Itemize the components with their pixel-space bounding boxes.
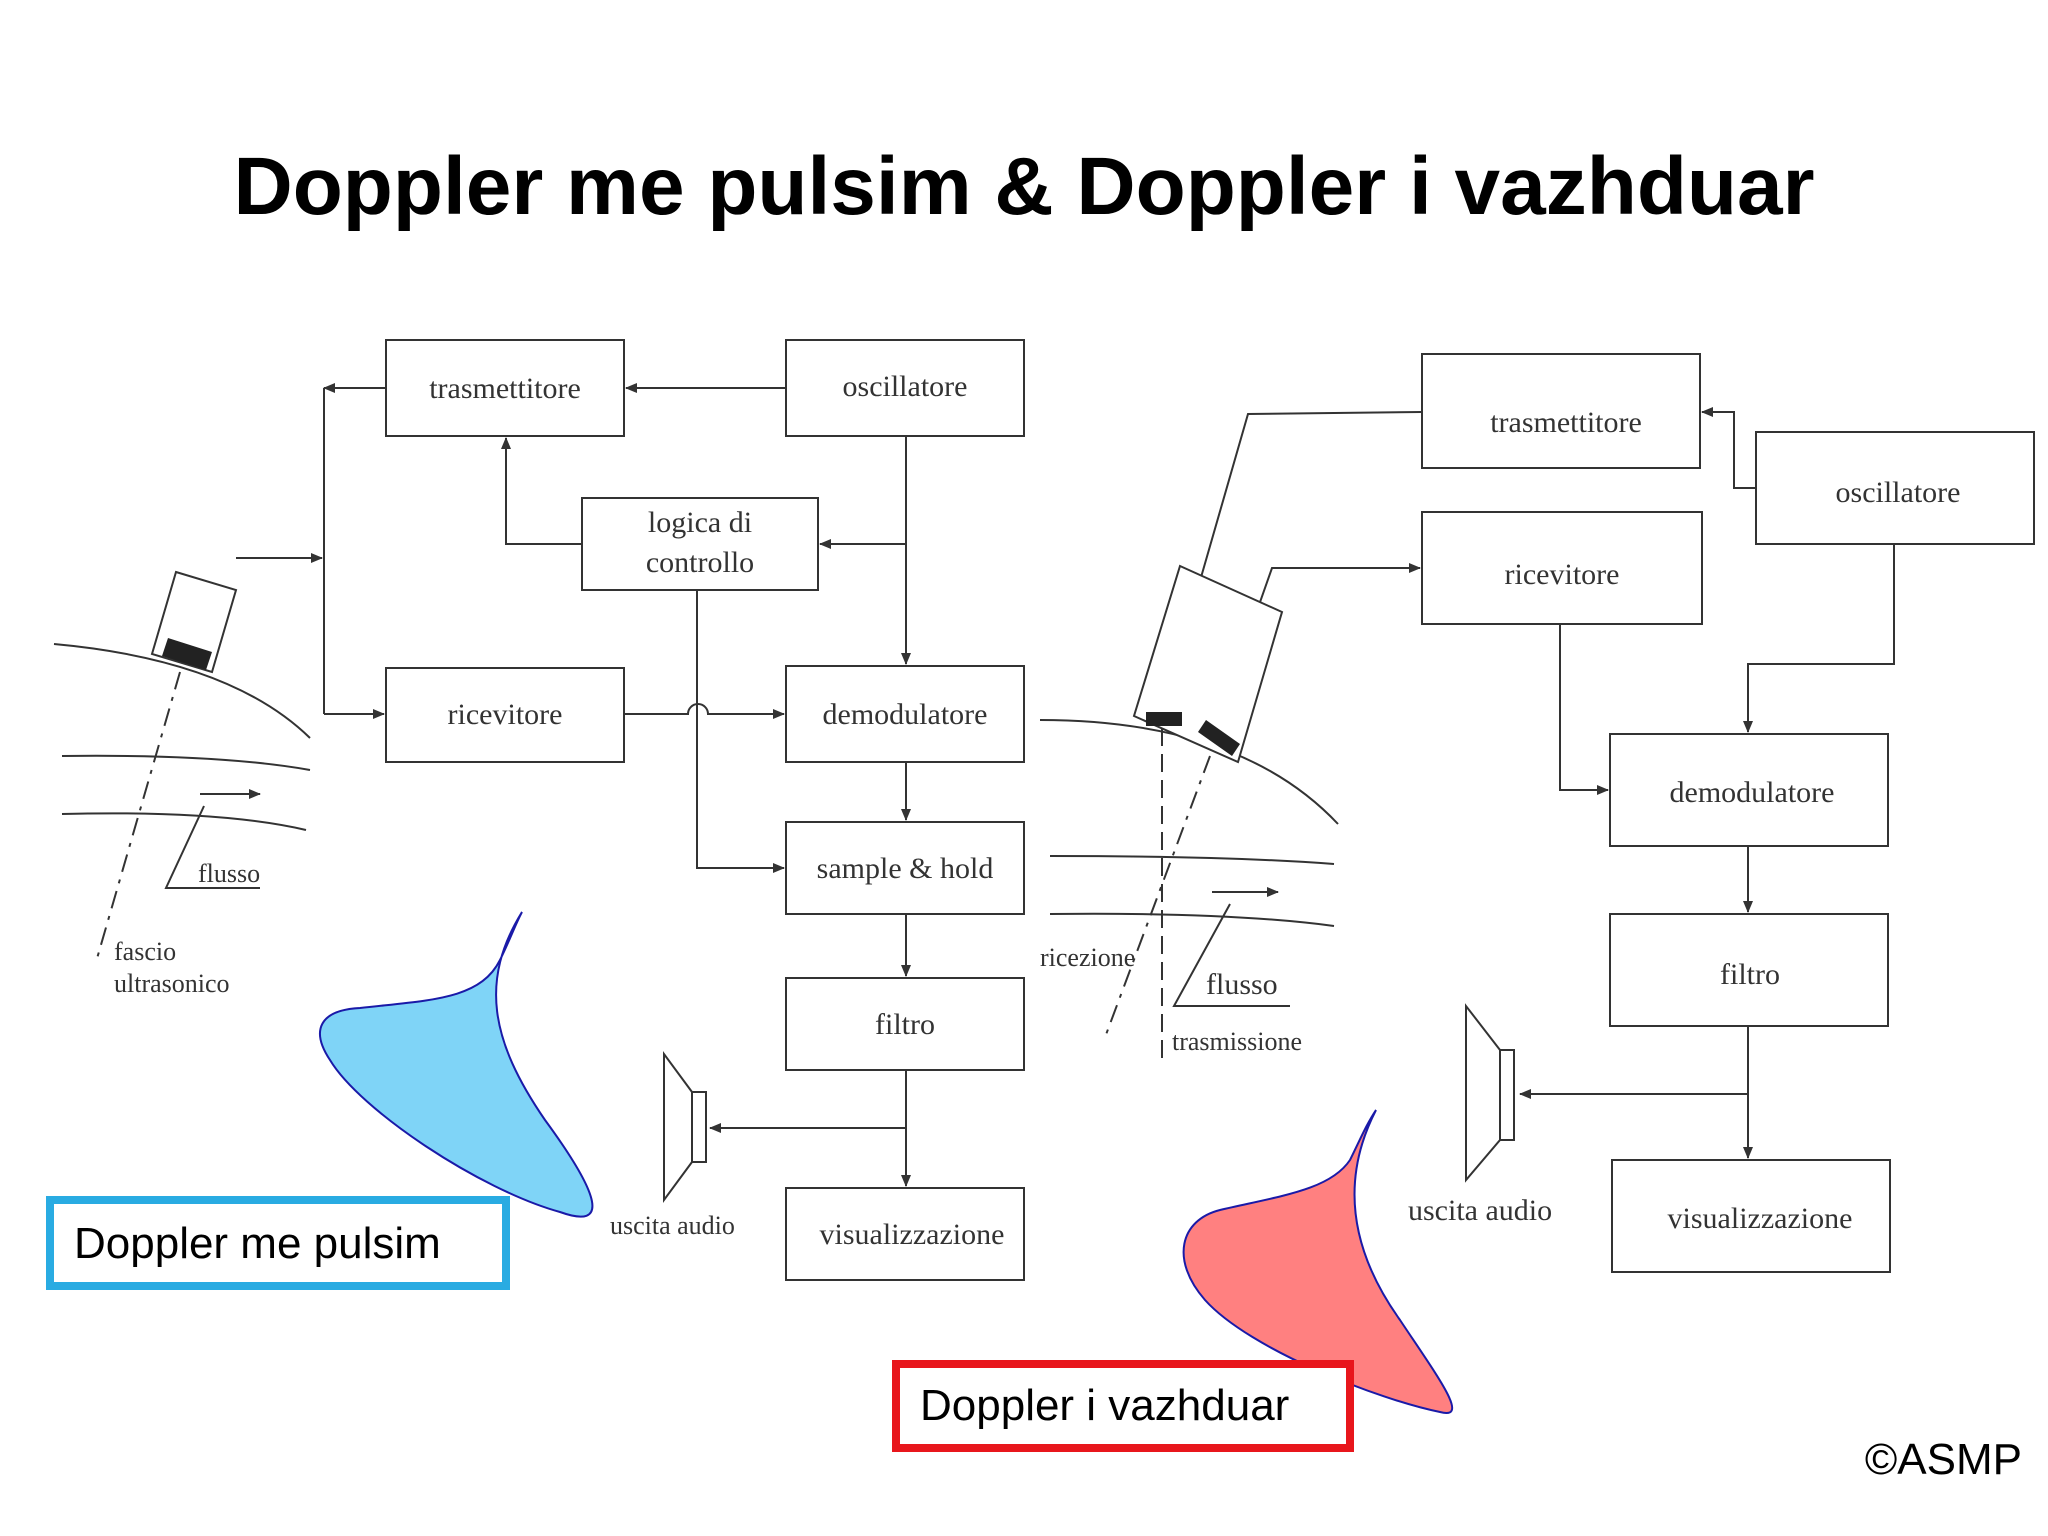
pulsed-probe-icon [150,570,238,674]
pulsed-callout-shape [319,911,594,1218]
pulsed-box-trasmettitore [385,339,625,437]
pulsed-box-oscillatore [785,339,1025,437]
pulsed-caption-text: Doppler me pulsim [74,1219,441,1268]
continuous-label-demodulatore: demodulatore [1670,776,1835,809]
continuous-box-filtro [1609,913,1889,1027]
continuous-label-oscillatore: oscillatore [1836,476,1961,509]
pulsed-label-logica-1: logica di [648,506,752,539]
pulsed-label-oscillatore: oscillatore [843,370,968,403]
pulsed-label-uscita-audio: uscita audio [610,1211,735,1240]
pulsed-label-logica-2: controllo [646,546,754,579]
continuous-label-flusso: flusso [1206,968,1278,1001]
continuous-label-ricevitore: ricevitore [1505,558,1620,591]
pulsed-label-sample-hold: sample & hold [817,852,994,885]
continuous-label-ricezione: ricezione [1040,943,1135,972]
pulsed-label-filtro: filtro [875,1008,935,1041]
continuous-speaker-icon [1465,1003,1515,1183]
pulsed-speaker-icon [663,1050,707,1204]
pulsed-label-visualizzazione: visualizzazione [820,1218,1005,1251]
continuous-box-demodulatore [1609,733,1889,847]
pulsed-box-ricevitore [385,667,625,763]
copyright-text: ©ASMP [1865,1435,2022,1484]
slide-title: Doppler me pulsim & Doppler i vazhduar [233,141,1815,232]
continuous-box-trasmettitore [1421,353,1701,469]
pulsed-label-ultrasonico: ultrasonico [114,969,230,998]
continuous-caption-box [892,1360,1354,1452]
continuous-box-visualizzazione [1611,1159,1891,1273]
continuous-label-visualizzazione: visualizzazione [1668,1202,1853,1235]
continuous-box-ricevitore [1421,511,1703,625]
pulsed-box-visualizzazione [785,1187,1025,1281]
pulsed-label-flusso: flusso [198,859,260,888]
pulsed-box-logica [581,497,819,591]
continuous-label-trasmissione: trasmissione [1172,1027,1302,1056]
continuous-doppler-diagram [1039,353,2035,1273]
continuous-label-trasmettitore: trasmettitore [1490,406,1642,439]
pulsed-label-trasmettitore: trasmettitore [429,372,581,405]
continuous-probe-icon [1132,564,1284,764]
pulsed-box-filtro [785,977,1025,1071]
continuous-label-uscita-audio: uscita audio [1408,1194,1552,1227]
pulsed-label-fascio: fascio [114,937,176,966]
continuous-callout-shape [1182,1109,1454,1414]
continuous-caption-text: Doppler i vazhduar [920,1381,1289,1430]
pulsed-doppler-diagram [53,339,1025,1281]
continuous-label-filtro: filtro [1720,958,1780,991]
pulsed-caption-box [46,1196,510,1290]
continuous-box-oscillatore [1755,431,2035,545]
pulsed-label-demodulatore: demodulatore [823,698,988,731]
pulsed-label-ricevitore: ricevitore [448,698,563,731]
